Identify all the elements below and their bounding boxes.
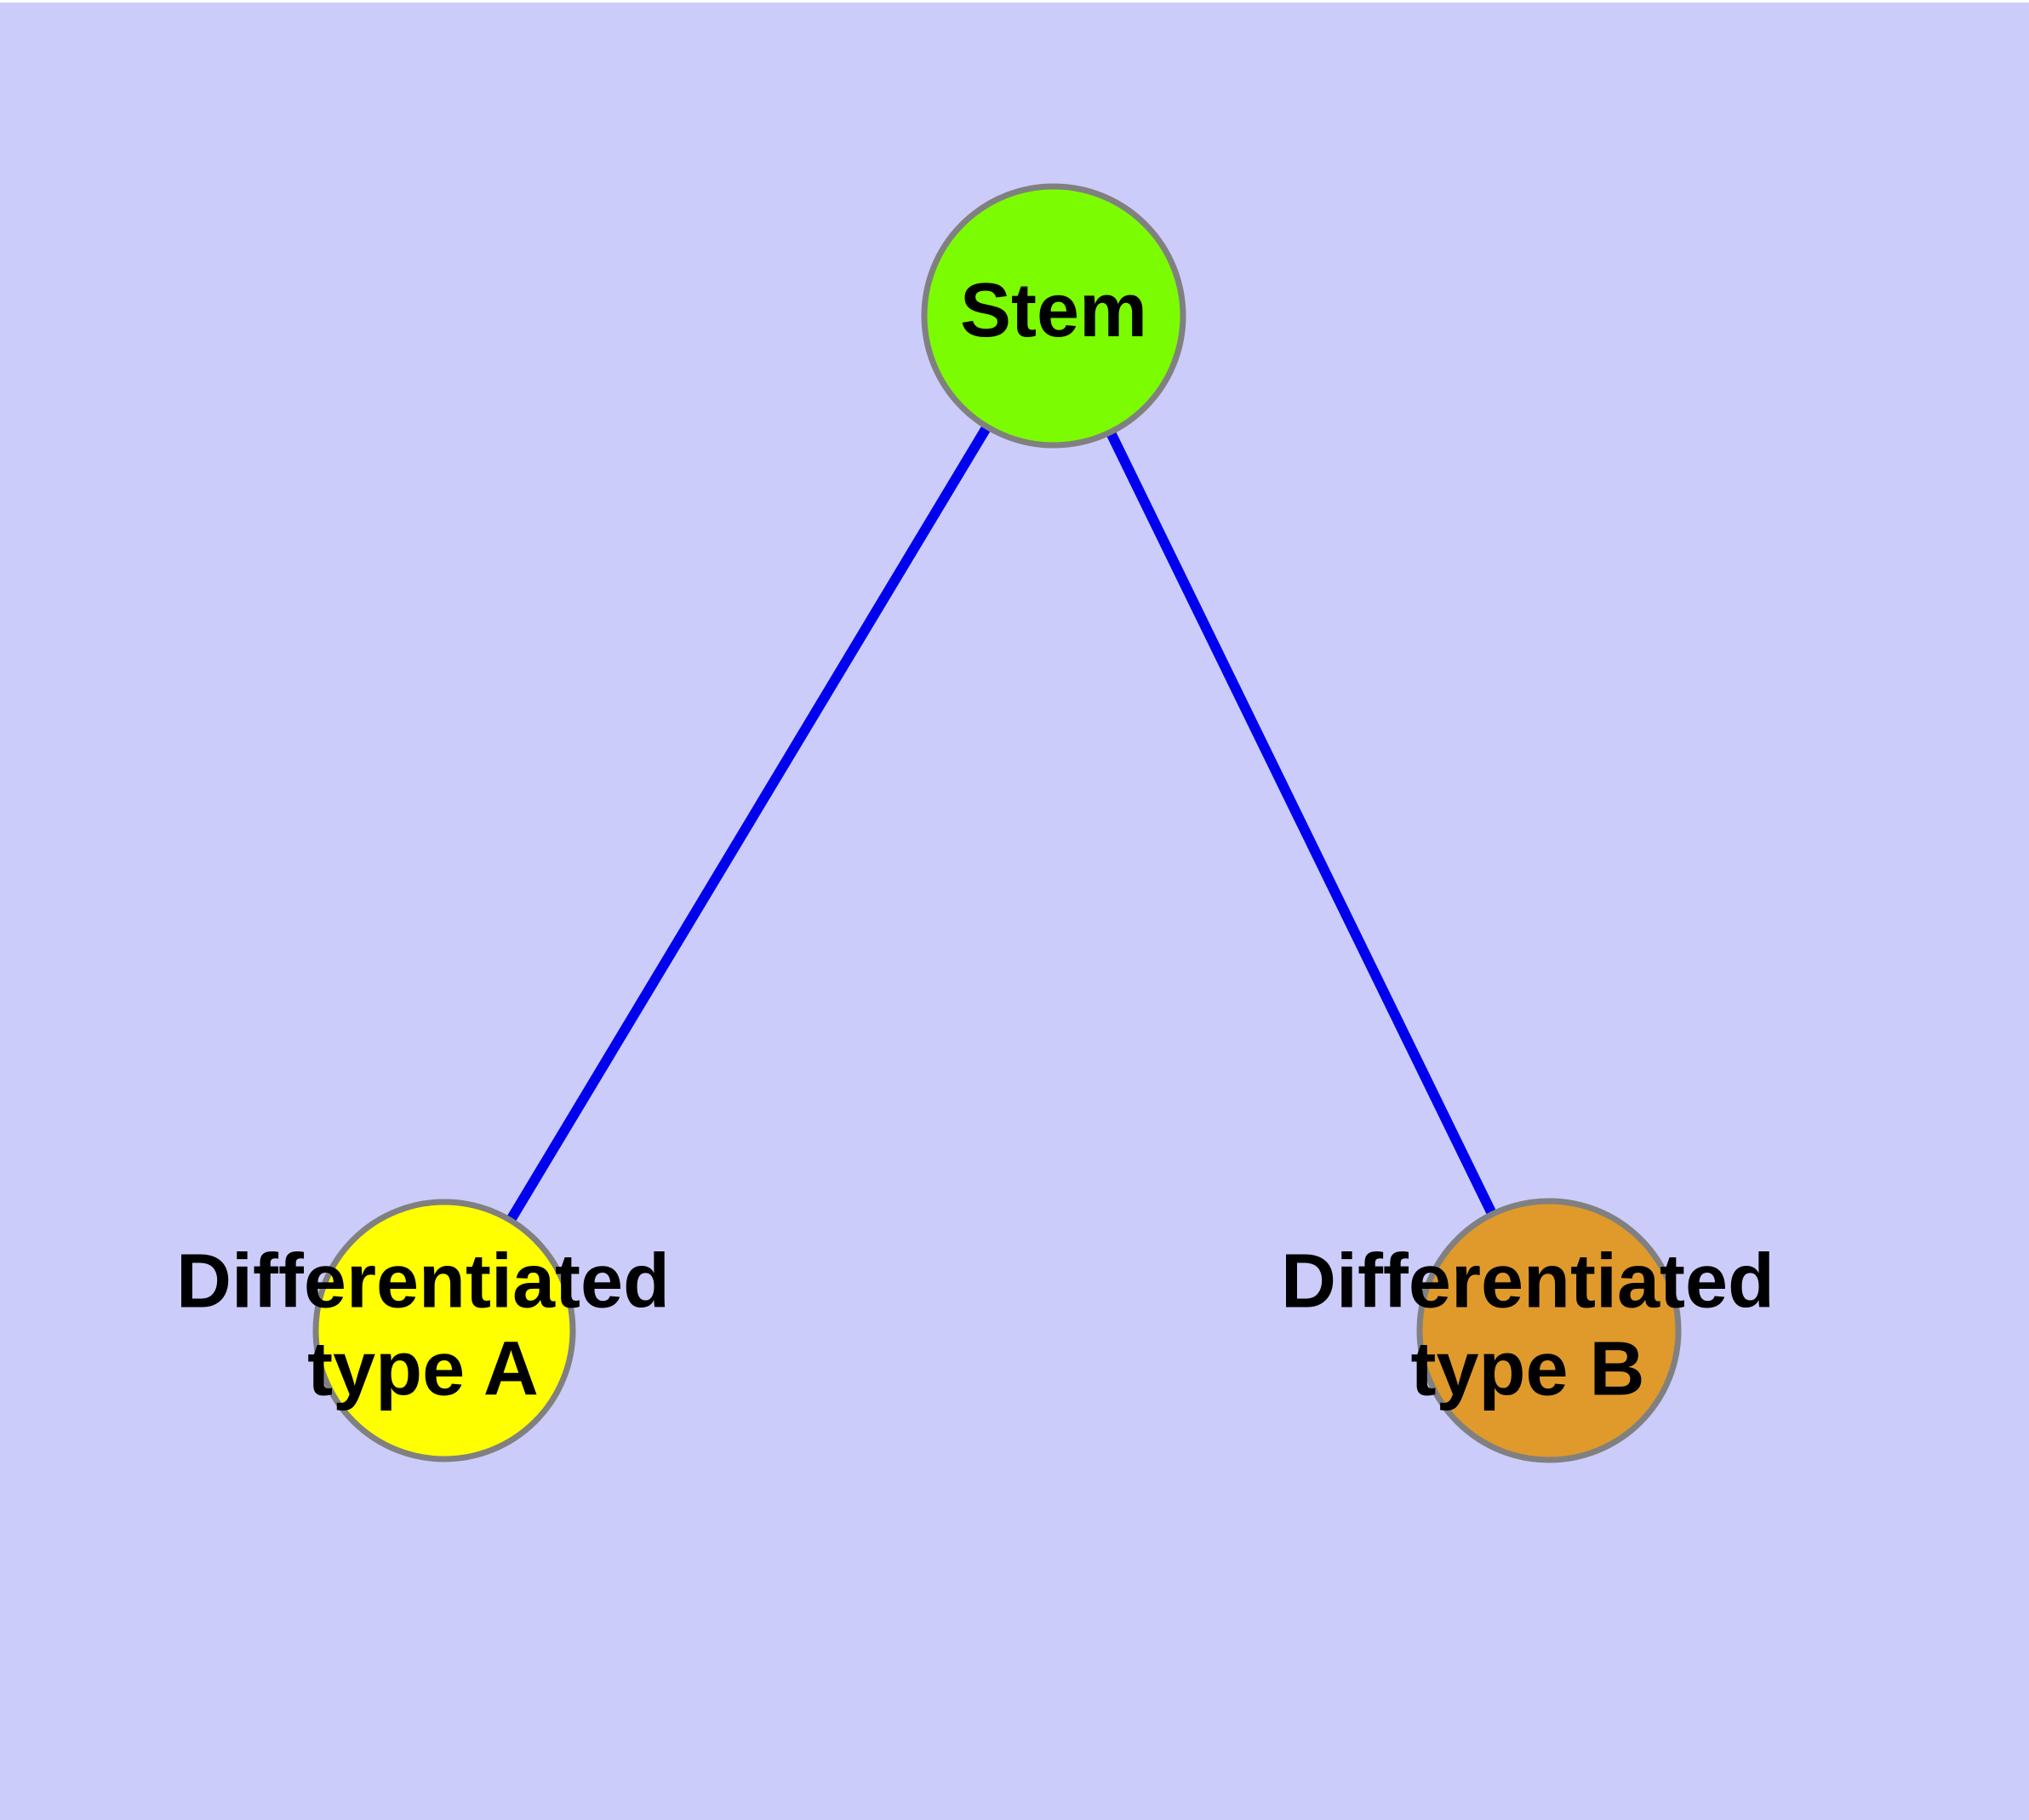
edge-stem-b[interactable] — [1106, 429, 1497, 1217]
node-diff_b[interactable] — [1416, 1198, 1682, 1463]
node-stem[interactable] — [921, 183, 1186, 449]
nodes-layer — [312, 183, 1682, 1463]
node-label-line: type A — [307, 1326, 539, 1411]
node-label-line: Differentiated — [1281, 1239, 1775, 1324]
node-label-stem: Stem — [960, 268, 1147, 353]
edge-stem-a[interactable] — [506, 424, 992, 1223]
edges-layer — [506, 424, 1497, 1223]
node-label-line: Differentiated — [176, 1239, 670, 1324]
node-label-line: type B — [1410, 1326, 1644, 1411]
node-label-line: Stem — [960, 268, 1147, 353]
node-diff_a[interactable] — [312, 1199, 576, 1462]
